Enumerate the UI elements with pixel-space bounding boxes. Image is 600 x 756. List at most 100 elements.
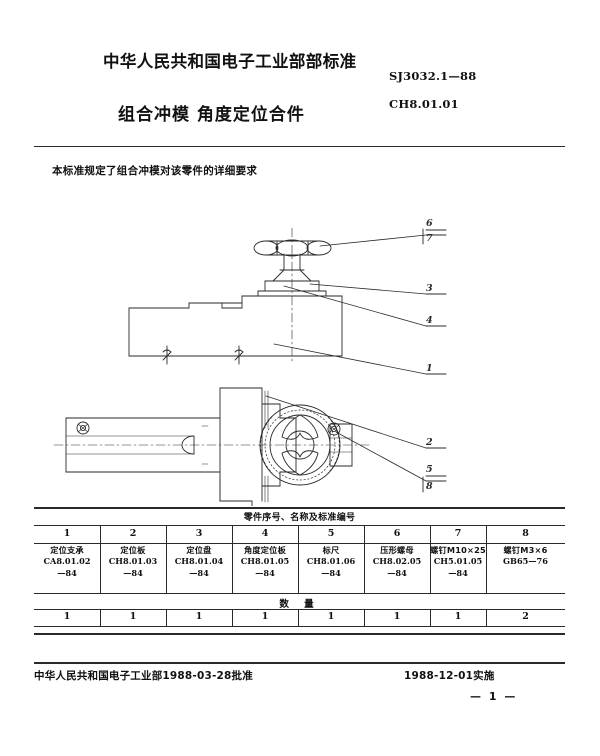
qty-col-sep-1: [100, 609, 101, 626]
table-name-row: 定位支承 CA8.01.02 —84 定位板 CH8.01.03 —84 定位盘…: [34, 545, 565, 593]
header-divider: [34, 146, 565, 147]
index-cell-2: 2: [129, 528, 137, 539]
callout-5-text: 5: [426, 464, 433, 475]
part-name-4: 角度定位板: [244, 545, 286, 555]
table-border-bottom: [34, 633, 565, 635]
part-name-1: 定位支承: [50, 545, 84, 555]
callout-8-text: 8: [426, 481, 433, 492]
part-name-5: 标尺: [322, 545, 340, 555]
vertical-plate: [219, 387, 269, 506]
index-cell-4: 4: [261, 528, 269, 539]
part-code-7: CH5.01.05: [433, 556, 483, 567]
callout-6-text: 6: [426, 218, 433, 229]
part-year-7: —84: [448, 567, 468, 578]
qty-col-sep-6: [430, 609, 431, 626]
qty-cell-1: 1: [63, 611, 71, 622]
part-cell-6: 压形螺母 CH8.02.05 —84: [364, 545, 430, 579]
approval-statement: 中华人民共和国电子工业部1988-03-28批准: [34, 670, 253, 682]
callout-labels-top: 6 7 3 4 1: [422, 218, 447, 375]
part-name-7: 螺钉M10×25: [430, 545, 486, 555]
qty-col-sep-7: [486, 609, 487, 626]
part-code-6: CH8.02.05: [372, 556, 422, 567]
qty-col-sep-2: [166, 609, 167, 626]
part-cell-1: 定位支承 CA8.01.02 —84: [34, 545, 100, 579]
issuing-organization: 中华人民共和国电子工业部部标准: [103, 52, 357, 71]
part-year-3: —84: [189, 567, 209, 578]
table-rule-qty-top: [34, 609, 565, 610]
callout-2-text: 2: [425, 437, 433, 448]
index-cell-7: 7: [454, 528, 462, 539]
part-name-8: 螺钉M3×6: [503, 545, 548, 555]
page-title: 组合冲模 角度定位合件: [118, 105, 305, 125]
table-index-row: 1 2 3 4 5 6 7 8: [34, 528, 565, 543]
qty-cell-8: 2: [522, 611, 529, 622]
qty-cell-4: 1: [261, 611, 269, 622]
table-col-sep-7: [486, 525, 487, 593]
standard-number: SJ3032.1—88: [389, 69, 477, 83]
table-rule-names: [34, 593, 565, 594]
qty-cell-3: 1: [195, 611, 203, 622]
part-code-1: CA8.01.02: [43, 556, 91, 567]
part-code-5: CH8.01.06: [306, 556, 356, 567]
qty-col-sep-3: [232, 609, 233, 626]
table-rule-qty-bottom: [34, 626, 565, 627]
table-col-sep-6: [430, 525, 431, 593]
drawing-top-view: [128, 227, 343, 365]
leader-lines-top: [273, 234, 427, 375]
table-caption: 零件序号、名称及标准编号: [243, 513, 356, 523]
part-year-1: —84: [57, 567, 77, 578]
part-cell-8: 螺钉M3×6 GB65—76: [486, 545, 565, 568]
table-rule-index: [34, 543, 565, 544]
section-break-symbols: [162, 345, 244, 365]
handwheel: [253, 239, 332, 282]
drawing-bottom-view: [53, 387, 371, 506]
part-year-6: —84: [387, 567, 407, 578]
part-cell-7: 螺钉M10×25 CH5.01.05 —84: [430, 545, 486, 579]
table-col-sep-4: [298, 525, 299, 593]
qty-cell-2: 1: [129, 611, 137, 622]
effective-date: 1988-12-01实施: [404, 670, 495, 682]
callout-labels-bottom: 2 5 8: [422, 437, 447, 493]
table-border-top: [34, 507, 565, 509]
part-name-3: 定位盘: [186, 545, 212, 555]
table-col-sep-5: [364, 525, 365, 593]
index-cell-6: 6: [393, 528, 401, 539]
table-quantity-row: 1 1 1 1 1 1 1 2: [34, 611, 565, 626]
body-block: [128, 295, 343, 357]
leader-lines-bottom: [265, 395, 427, 482]
qty-cell-5: 1: [327, 611, 335, 622]
callout-4-text: 4: [426, 315, 433, 326]
part-cell-5: 标尺 CH8.01.06 —84: [298, 545, 364, 579]
angle-plate-body: [261, 403, 297, 487]
part-cell-2: 定位板 CH8.01.03 —84: [100, 545, 166, 579]
table-col-sep-1: [100, 525, 101, 593]
qty-cell-7: 1: [454, 611, 462, 622]
standard-code: CH8.01.01: [389, 97, 459, 111]
table-col-sep-3: [232, 525, 233, 593]
index-cell-1: 1: [63, 528, 71, 539]
callout-1-text: 1: [426, 363, 433, 374]
part-code-8: GB65—76: [503, 556, 548, 567]
part-code-4: CH8.01.05: [240, 556, 290, 567]
part-year-2: —84: [123, 567, 143, 578]
table-rule-caption: [34, 525, 565, 526]
part-cell-4: 角度定位板 CH8.01.05 —84: [232, 545, 298, 579]
part-name-2: 定位板: [120, 545, 146, 555]
assembly-drawing: 6 7 3 4 1: [34, 196, 565, 506]
index-cell-8: 8: [522, 528, 529, 539]
callout-3-text: 3: [426, 283, 433, 294]
qty-cell-6: 1: [393, 611, 401, 622]
part-code-2: CH8.01.03: [108, 556, 158, 567]
index-cell-5: 5: [327, 528, 335, 539]
part-cell-3: 定位盘 CH8.01.04 —84: [166, 545, 232, 579]
part-year-5: —84: [321, 567, 341, 578]
qty-col-sep-4: [298, 609, 299, 626]
part-name-6: 压形螺母: [380, 545, 414, 555]
scope-statement: 本标准规定了组合冲模对该零件的详细要求: [52, 165, 258, 177]
part-code-3: CH8.01.04: [174, 556, 224, 567]
quantity-caption: 数 量: [279, 599, 320, 610]
qty-col-sep-5: [364, 609, 365, 626]
screw-head: [327, 422, 341, 436]
part-year-4: —84: [255, 567, 275, 578]
